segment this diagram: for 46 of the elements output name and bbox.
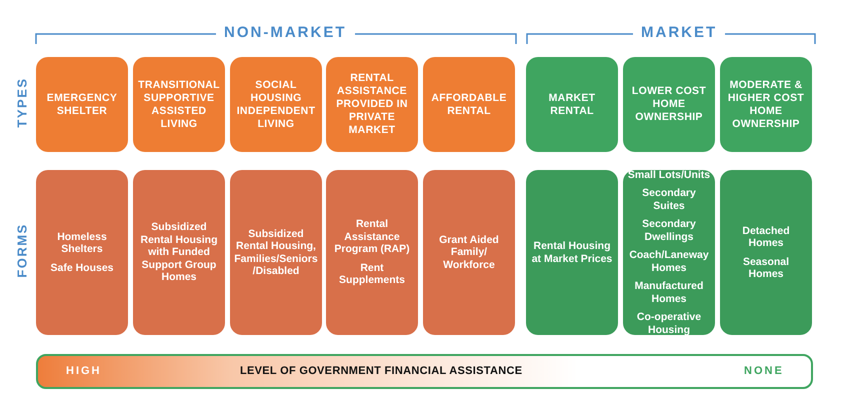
type-box — [133, 57, 225, 152]
type-box — [36, 57, 128, 152]
box-text: RENTAL ASSISTANCE PROVIDED IN PRIVATE MARKET — [335, 72, 409, 137]
box-text: Subsidized Rental Housing, Families/Seniors /Disabled — [234, 228, 318, 278]
box-text: Seasonal Homes — [742, 256, 790, 280]
scale-title: LEVEL OF GOVERNMENT FINANCIAL ASSISTANCE — [240, 364, 522, 379]
box-text: Detached Homes — [741, 224, 791, 250]
form-box — [326, 170, 418, 335]
type-box — [230, 57, 322, 152]
box-text: Secondary Suites — [641, 187, 697, 212]
box-text: Secondary Dwellings — [641, 218, 697, 244]
type-box — [623, 57, 715, 152]
box-text: AFFORDABLE RENTAL — [430, 92, 508, 118]
row-heading: TYPES — [14, 77, 30, 128]
form-box — [230, 170, 322, 335]
form-box — [526, 170, 618, 335]
type-box — [720, 57, 812, 152]
box-text: Grant Aided Family/ Workforce — [438, 234, 500, 272]
box-text: Coach/Laneway Homes — [628, 249, 710, 274]
box-text: LOWER COST HOME OWNERSHIP — [630, 85, 708, 124]
box-text: Rent Supplements — [338, 262, 406, 287]
form-box — [423, 170, 515, 335]
box-text: Subsidized Rental Housing with Funded Support Group Homes — [139, 221, 218, 284]
scale-end-label: NONE — [744, 364, 784, 379]
box-text: Safe Houses — [50, 262, 114, 274]
type-box — [526, 57, 618, 152]
box-text: Small Lots/Units — [628, 168, 710, 182]
form-box — [36, 170, 128, 335]
box-text: EMERGENCY SHELTER — [46, 92, 118, 118]
box-text: SOCIAL HOUSING INDEPENDENT LIVING — [236, 78, 316, 130]
form-box — [720, 170, 812, 335]
box-text: MODERATE & HIGHER COST HOME OWNERSHIP — [726, 78, 806, 130]
box-text: TRANSITIONAL SUPPORTIVE ASSISTED LIVING — [137, 78, 221, 130]
box-text: Rental Assistance Program (RAP) — [333, 218, 411, 256]
box-text: Manufactured Homes — [634, 280, 704, 306]
scale-end-label: HIGH — [66, 364, 102, 379]
box-text: MARKET RENTAL — [548, 92, 596, 118]
type-box — [326, 57, 418, 152]
box-text: Rental Housing at Market Prices — [530, 240, 614, 265]
form-box — [623, 170, 715, 335]
form-box — [133, 170, 225, 335]
type-box — [423, 57, 515, 152]
box-text: Homeless Shelters — [56, 230, 108, 256]
row-heading: FORMS — [14, 223, 30, 278]
box-text: Co-operative Housing — [636, 311, 702, 336]
gradient-scale-bar — [36, 354, 813, 389]
